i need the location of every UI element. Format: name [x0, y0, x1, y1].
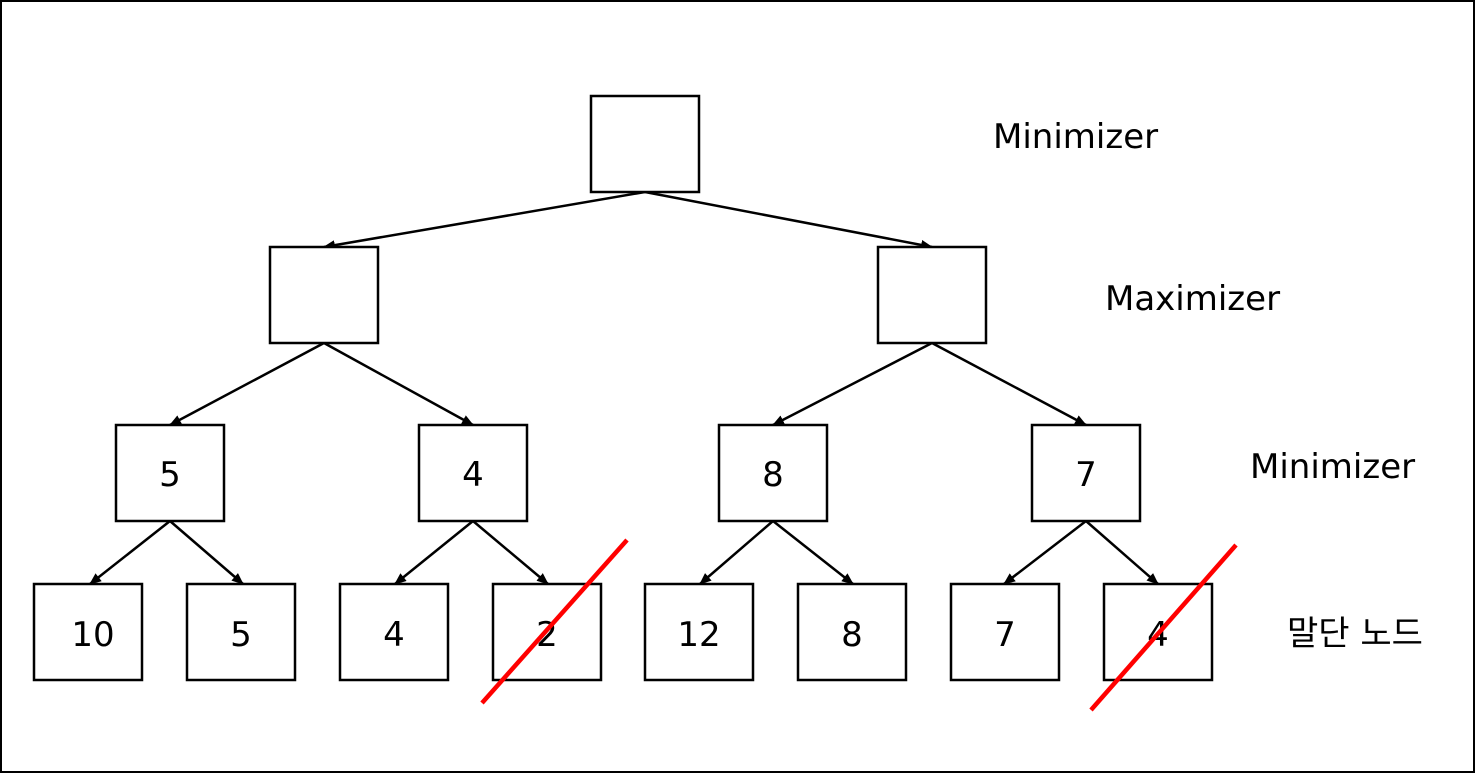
edge-min-3-leaf-5: [699, 520, 774, 585]
edge-max-left-min-1: [169, 341, 325, 427]
level-label-level2: Minimizer: [1250, 447, 1415, 487]
node-leaf-5-box: [643, 582, 755, 682]
node-leaf-3-box: [338, 582, 450, 682]
node-min-3-value: 8: [762, 455, 784, 495]
node-leaf-6-box: [796, 582, 908, 682]
node-leaf-1-box: [32, 582, 144, 682]
edge-max-right-min-4: [931, 341, 1087, 427]
node-min-1-box: [114, 423, 226, 523]
prune-mark-leaf-4: [480, 538, 629, 705]
node-leaf-2-box: [185, 582, 297, 682]
tree-nodes: [32, 94, 1214, 682]
edge-max-left-min-2: [323, 341, 474, 427]
level-label-leaves: 말단 노드: [1287, 614, 1423, 654]
node-leaf-3-value: 4: [383, 615, 405, 655]
level-label-root: Minimizer: [993, 117, 1158, 157]
node-leaf-7-box: [949, 582, 1061, 682]
edge-max-right-min-3: [772, 341, 933, 427]
level-labels: Minimizer Maximizer Minimizer 말단 노드: [993, 117, 1423, 654]
edge-min-1-leaf-2: [169, 520, 244, 585]
edge-min-2-leaf-4: [472, 520, 549, 585]
node-min-3-box: [717, 423, 829, 523]
node-root-box: [589, 94, 701, 194]
edge-min-4-leaf-8: [1085, 520, 1159, 585]
node-leaf-2-value: 5: [230, 615, 252, 655]
node-max-right-box: [876, 245, 988, 345]
node-min-4-value: 7: [1075, 455, 1097, 495]
node-min-4-box: [1030, 423, 1142, 523]
edge-min-3-leaf-6: [772, 520, 854, 585]
tree-edges: [89, 190, 1159, 585]
node-leaf-5-value: 12: [677, 615, 720, 655]
node-leaf-1-value: 10: [71, 615, 114, 655]
node-max-left-box: [268, 245, 380, 345]
node-min-2-box: [417, 423, 529, 523]
node-min-1-value: 5: [159, 455, 181, 495]
edge-min-2-leaf-3: [394, 520, 474, 585]
prune-marks: [480, 538, 1238, 712]
edge-root-max-right: [644, 190, 933, 250]
node-min-2-value: 4: [462, 455, 484, 495]
prune-mark-leaf-8: [1089, 543, 1238, 712]
node-leaf-6-value: 8: [841, 615, 863, 655]
edge-min-4-leaf-7: [1003, 520, 1087, 585]
edge-root-max-left: [323, 190, 646, 251]
node-leaf-7-value: 7: [994, 615, 1016, 655]
edge-min-1-leaf-1: [89, 520, 171, 585]
level-label-level1: Maximizer: [1105, 279, 1280, 319]
